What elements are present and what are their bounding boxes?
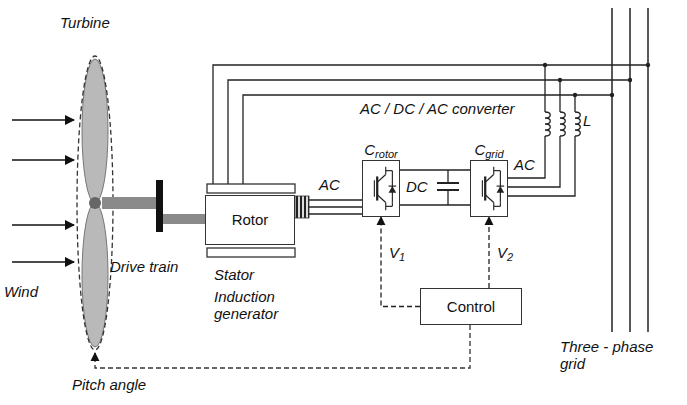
igbt-stroke (377, 175, 386, 183)
converter-box: Cgrid (470, 160, 508, 217)
converter-label: Crotor (364, 141, 397, 158)
dc-link (400, 169, 470, 170)
rotor-wire (309, 199, 362, 200)
igbt-stroke (485, 175, 494, 183)
blade (82, 203, 108, 347)
grid-side-wire (559, 80, 560, 112)
igbt-channel (484, 176, 486, 200)
converter-box: Crotor (362, 160, 400, 217)
grid-side-wire (544, 65, 545, 112)
junction-dot (646, 63, 650, 67)
wind-arrow (12, 261, 74, 263)
signal-label: V1 (388, 244, 406, 261)
component-label: AC / DC / AC converter (360, 100, 514, 117)
igbt-symbol (363, 161, 399, 216)
igbt-stroke (482, 180, 483, 196)
igbt-stroke (500, 202, 501, 206)
grid-lines (612, 8, 648, 332)
igbt-stroke (386, 206, 393, 207)
junctions (543, 63, 650, 97)
junction-dot (610, 93, 614, 97)
grid-side-wire (574, 95, 575, 112)
igbt-stroke (494, 206, 501, 207)
node-label: Rotor (232, 211, 269, 228)
inductor-coil (560, 112, 565, 136)
low-speed-shaft (102, 197, 158, 209)
pitch-control-line (95, 325, 470, 368)
inductors (545, 112, 580, 136)
grid-phase (629, 8, 631, 332)
component-label: Pitch angle (72, 376, 146, 393)
signal-label: V2 (496, 244, 514, 261)
component-label: Stator (214, 266, 254, 283)
inductor-coil (575, 112, 580, 136)
rotor-box: Rotor (205, 195, 295, 245)
diode (389, 186, 397, 193)
wind-arrows (12, 120, 74, 262)
wind-arrow (12, 119, 74, 121)
stator-wire (228, 80, 630, 184)
drive-train (102, 180, 205, 232)
capacitor-plate (437, 189, 459, 191)
control-signal (381, 217, 420, 307)
control-signal (488, 217, 489, 288)
igbt-stroke (386, 170, 393, 171)
inductor-label: L (583, 112, 591, 129)
wind-arrow (12, 224, 74, 226)
hub (89, 197, 101, 209)
igbt-channel (376, 176, 378, 200)
component-label: Three - phase grid (560, 338, 672, 373)
igbt-stroke (494, 170, 501, 171)
wires (213, 65, 648, 214)
grid-phase (647, 8, 649, 332)
grid-phase (611, 8, 613, 332)
slip-rings (295, 196, 309, 218)
component-label: Induction generator (214, 288, 300, 323)
component-label: Wind (4, 283, 38, 300)
stator-wire (213, 65, 648, 184)
igbt-stroke (485, 195, 494, 203)
rotor-wire (309, 213, 362, 214)
wind-arrow (12, 159, 74, 161)
igbt-symbol (471, 161, 507, 216)
igbt-stroke (374, 180, 375, 196)
component-label: Drive train (110, 258, 178, 275)
junction-dot (558, 78, 562, 82)
signal-label: DC (405, 178, 429, 195)
inductor-coil (545, 112, 550, 136)
capacitor-lead (447, 190, 448, 205)
igbt-stroke (377, 195, 386, 203)
grid-side-wire (508, 136, 545, 178)
grid-side-wire (508, 136, 560, 187)
blade (82, 59, 108, 203)
component-label: Turbine (60, 14, 110, 31)
signal-label: AC (318, 176, 341, 193)
capacitor-lead (447, 170, 448, 183)
capacitor-plate (437, 182, 459, 184)
grid-side-wire (508, 136, 575, 196)
junction-dot (543, 63, 547, 67)
diode (497, 186, 505, 193)
stator-bar (207, 248, 295, 257)
signal-label: AC (514, 156, 535, 173)
gearbox-disk (156, 180, 163, 232)
ac-link (309, 206, 362, 207)
dc-rail (400, 204, 470, 205)
igbt-stroke (392, 202, 393, 206)
junction-dot (628, 78, 632, 82)
converter-label: Cgrid (474, 141, 503, 158)
stator-bar (207, 184, 295, 193)
junction-dot (573, 93, 577, 97)
high-speed-shaft (163, 214, 205, 224)
stator-wire (243, 95, 612, 184)
control-box: Control (420, 288, 522, 325)
node-label: Control (447, 298, 495, 315)
